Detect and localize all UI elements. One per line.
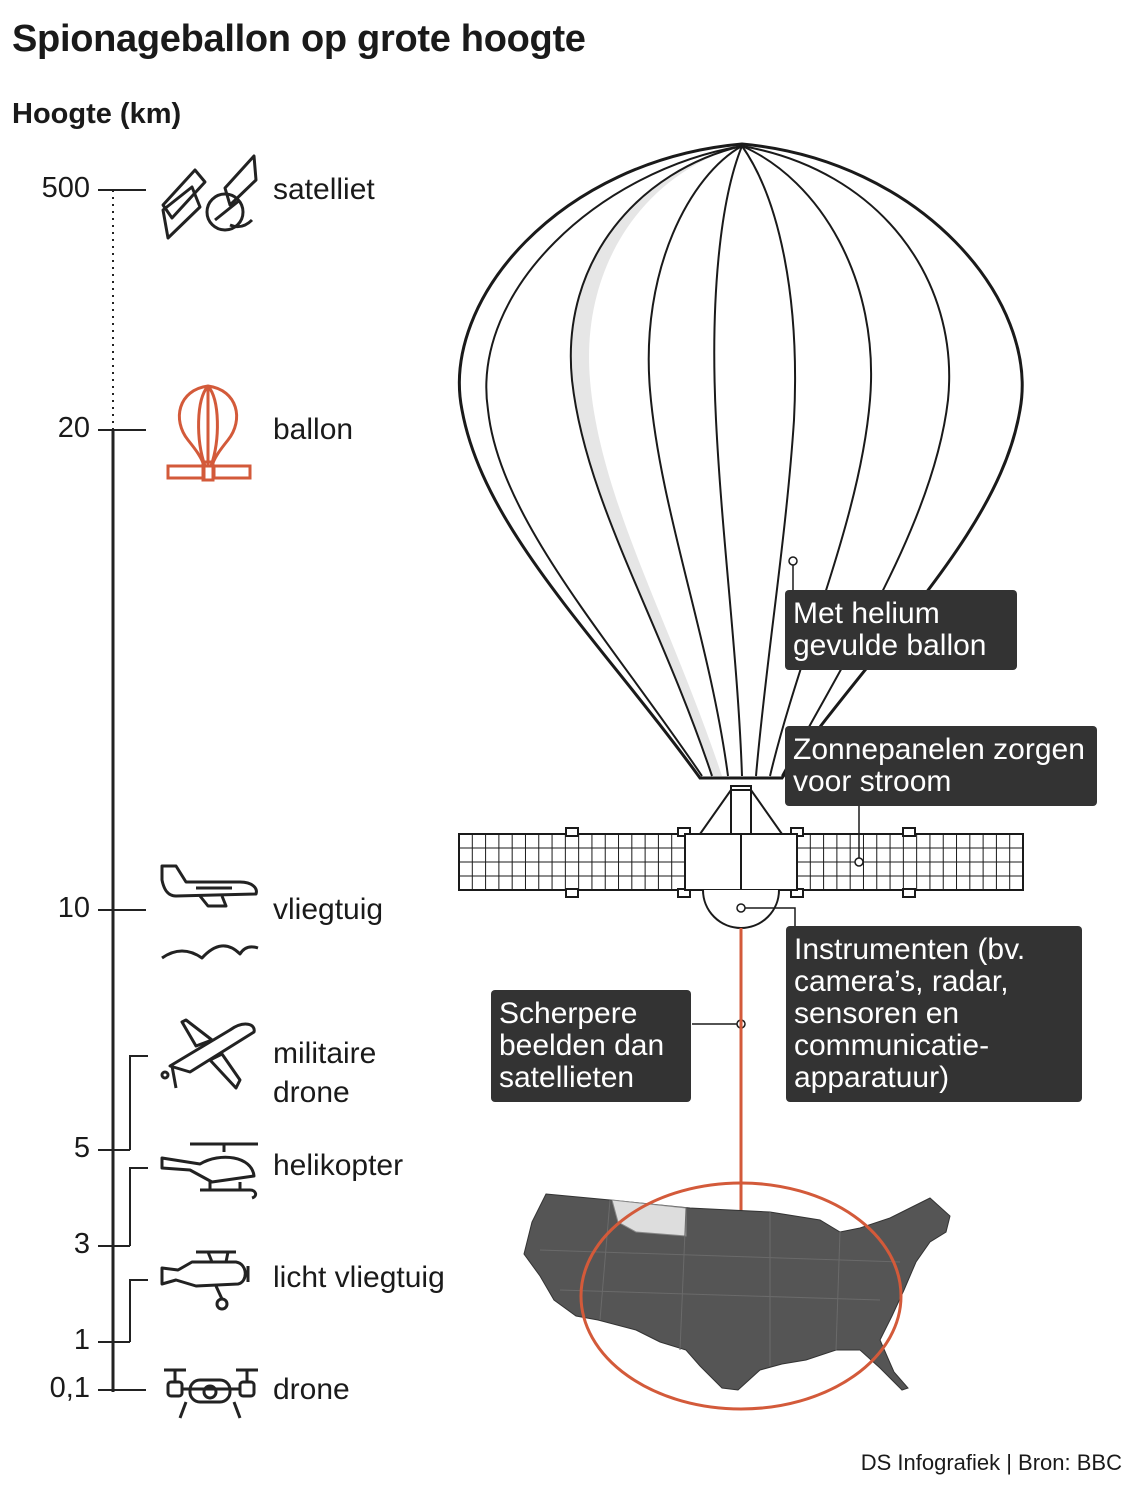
page-title: Spionageballon op grote hoogte	[12, 18, 586, 60]
axis-ticks	[98, 189, 146, 1391]
tick-label: 500	[41, 172, 90, 204]
vehicle-label-drone: drone	[273, 1373, 350, 1406]
callout-instruments: Instrumenten (bv. camera’s, radar, senso…	[786, 926, 1082, 1102]
tick-label: 0,1	[49, 1372, 90, 1404]
tick-label: 20	[57, 412, 90, 444]
tick-label: 5	[73, 1132, 90, 1164]
axis-title: Hoogte (km)	[12, 98, 182, 130]
target-area-ellipse	[579, 1181, 903, 1411]
map-highlight-region	[611, 1199, 687, 1237]
payload-box	[684, 833, 798, 929]
tick-label: 10	[57, 892, 90, 924]
tick-label: 1	[73, 1324, 90, 1356]
satellite-icon	[161, 154, 258, 240]
vehicle-label-helicopter: helikopter	[273, 1149, 404, 1182]
vehicle-label-satellite: satelliet	[273, 173, 375, 206]
callout-helium-balloon: Met helium gevulde ballon	[785, 590, 1017, 670]
balloon-envelope	[457, 142, 1024, 780]
range-brackets	[129, 1055, 148, 1342]
callout-leaders	[692, 556, 864, 1029]
callout-sharper-images: Scherpere beelden dan satellieten	[491, 990, 691, 1102]
military-drone-icon	[160, 1018, 256, 1090]
vehicle-label-airplane: vliegtuig	[273, 893, 384, 926]
source-credit: DS Infografiek | Bron: BBC	[860, 1450, 1122, 1475]
balloon-icon	[166, 384, 252, 482]
solar-panel-grid	[459, 834, 1023, 890]
payload-connector	[698, 785, 784, 835]
helicopter-icon	[160, 1142, 258, 1200]
vehicle-label-light-aircraft: licht vliegtuig	[273, 1261, 445, 1294]
state-borders	[539, 1199, 901, 1366]
vehicle-label-balloon: ballon	[273, 413, 354, 446]
light-aircraft-icon	[160, 1250, 250, 1311]
tick-label: 3	[73, 1228, 90, 1260]
airplane-icon	[160, 864, 259, 960]
callout-solar-panels: Zonnepanelen zorgen voor stroom	[785, 726, 1097, 806]
vehicle-label-military-drone: militaire drone	[273, 1037, 377, 1109]
quadcopter-drone-icon	[164, 1368, 258, 1419]
usa-map	[523, 1193, 951, 1391]
